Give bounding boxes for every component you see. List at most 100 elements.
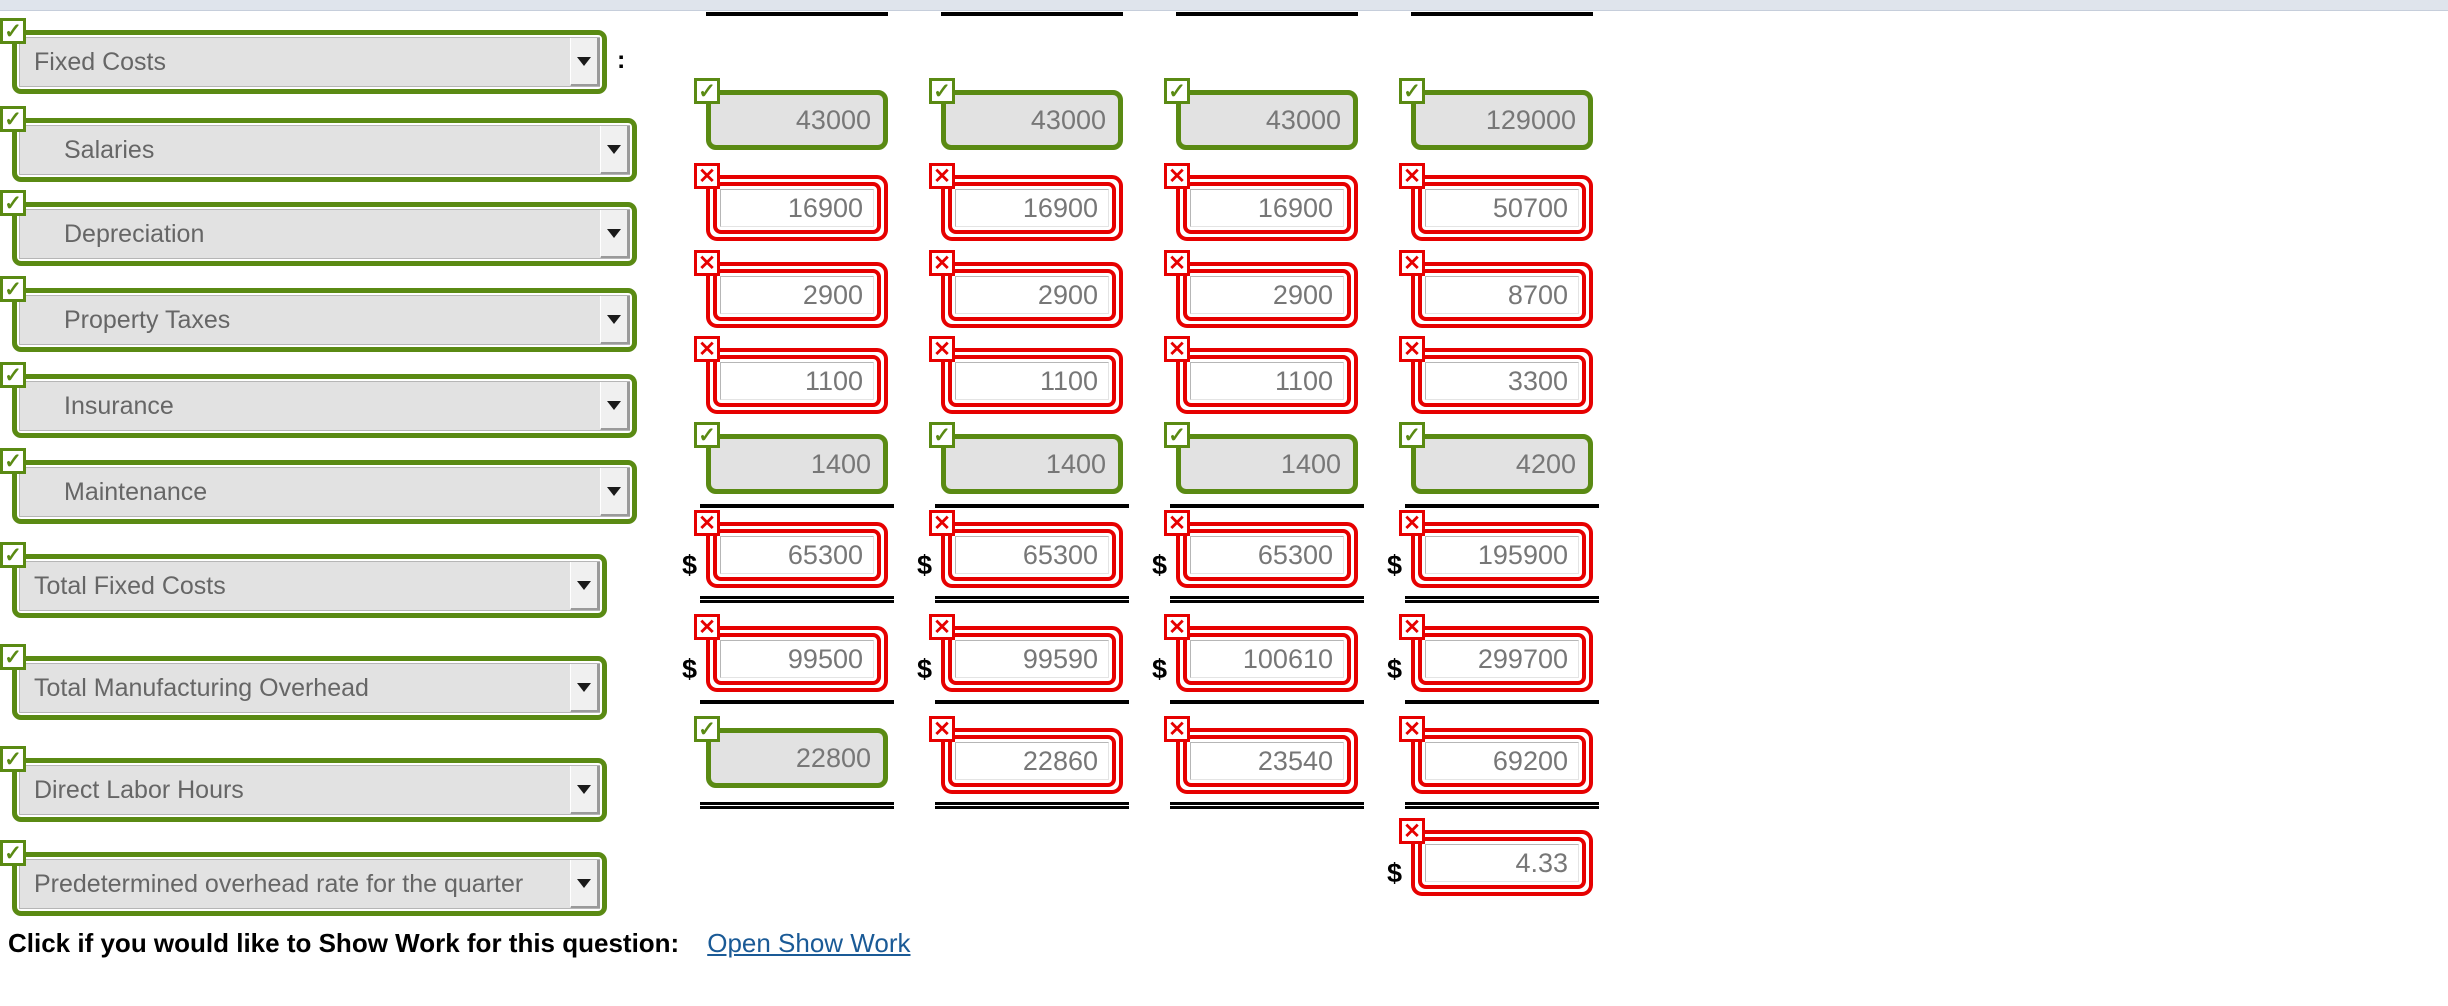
chevron-down-icon[interactable] (600, 126, 630, 174)
chevron-down-icon[interactable] (600, 468, 630, 516)
answer-input-value[interactable]: 69200 (1425, 742, 1579, 780)
answer-input-ring: 69200 (1418, 735, 1586, 787)
chevron-down-icon[interactable] (570, 664, 600, 712)
answer-input-value[interactable]: 100610 (1190, 640, 1344, 678)
answer-input-value[interactable]: 2900 (1190, 276, 1344, 314)
answer-input-value[interactable]: 99590 (955, 640, 1109, 678)
answer-input-value[interactable]: 2900 (720, 276, 874, 314)
chevron-down-icon[interactable] (600, 382, 630, 430)
account-select[interactable]: Total Fixed Costs (19, 561, 600, 611)
answer-input-correct[interactable]: 1400 (1176, 434, 1358, 494)
answer-input-value[interactable]: 1100 (1190, 362, 1344, 400)
account-select[interactable]: Direct Labor Hours (19, 765, 600, 815)
answer-input-incorrect[interactable]: 4.33 (1411, 830, 1593, 896)
subtotal-rule (700, 700, 894, 704)
answer-input-incorrect[interactable]: 1100 (706, 348, 888, 414)
open-show-work-link[interactable]: Open Show Work (707, 928, 911, 958)
answer-input-value[interactable]: 16900 (720, 189, 874, 227)
answer-input-correct[interactable]: 43000 (706, 90, 888, 150)
answer-input-correct[interactable]: 4200 (1411, 434, 1593, 494)
answer-input-incorrect[interactable]: 23540 (1176, 728, 1358, 794)
subtotal-rule (1170, 504, 1364, 508)
cross-icon: ✕ (1399, 336, 1425, 362)
account-select-value: Total Fixed Costs (34, 571, 226, 600)
answer-input-incorrect[interactable]: 50700 (1411, 175, 1593, 241)
answer-input-value[interactable]: 99500 (720, 640, 874, 678)
account-select[interactable]: Maintenance (19, 467, 630, 517)
answer-input-correct[interactable]: 22800 (706, 728, 888, 788)
answer-input-incorrect[interactable]: 2900 (1176, 262, 1358, 328)
answer-input-incorrect[interactable]: 1100 (1176, 348, 1358, 414)
account-select[interactable]: Predetermined overhead rate for the quar… (19, 859, 600, 909)
answer-input-ring: 8700 (1418, 269, 1586, 321)
subtotal-rule (1405, 700, 1599, 704)
answer-input-incorrect[interactable]: 16900 (1176, 175, 1358, 241)
account-select[interactable]: Salaries (19, 125, 630, 175)
answer-input-incorrect[interactable]: 2900 (941, 262, 1123, 328)
account-select[interactable]: Total Manufacturing Overhead (19, 663, 600, 713)
answer-input-correct[interactable]: 43000 (941, 90, 1123, 150)
answer-input-value[interactable]: 4.33 (1425, 844, 1579, 882)
answer-input-incorrect[interactable]: 65300 (706, 522, 888, 588)
account-select-value: Fixed Costs (34, 47, 166, 76)
account-select[interactable]: Fixed Costs (19, 37, 600, 87)
answer-input-incorrect[interactable]: 99590 (941, 626, 1123, 692)
answer-input-value[interactable]: 3300 (1425, 362, 1579, 400)
answer-input-incorrect[interactable]: 16900 (941, 175, 1123, 241)
answer-input-value[interactable]: 23540 (1190, 742, 1344, 780)
answer-input-incorrect[interactable]: 299700 (1411, 626, 1593, 692)
chevron-down-icon[interactable] (600, 210, 630, 258)
answer-input-incorrect[interactable]: 100610 (1176, 626, 1358, 692)
currency-symbol: $ (1152, 654, 1168, 684)
answer-input-value[interactable]: 65300 (1190, 536, 1344, 574)
answer-input-incorrect[interactable]: 2900 (706, 262, 888, 328)
answer-input-ring: 16900 (1183, 182, 1351, 234)
answer-input-incorrect[interactable]: 22860 (941, 728, 1123, 794)
total-double-rule (1170, 596, 1364, 603)
answer-input-ring: 16900 (713, 182, 881, 234)
answer-input-value[interactable]: 299700 (1425, 640, 1579, 678)
answer-input-value[interactable]: 22860 (955, 742, 1109, 780)
answer-input-value[interactable]: 8700 (1425, 276, 1579, 314)
answer-input-correct[interactable]: 129000 (1411, 90, 1593, 150)
answer-input-value[interactable]: 16900 (1190, 189, 1344, 227)
chevron-down-icon[interactable] (570, 38, 600, 86)
check-icon: ✓ (0, 840, 26, 866)
answer-input-correct[interactable]: 1400 (706, 434, 888, 494)
account-select[interactable]: Property Taxes (19, 295, 630, 345)
answer-input-value[interactable]: 195900 (1425, 536, 1579, 574)
chevron-down-icon[interactable] (570, 860, 600, 908)
answer-input-incorrect[interactable]: 16900 (706, 175, 888, 241)
answer-input-incorrect[interactable]: 65300 (941, 522, 1123, 588)
answer-input-value[interactable]: 2900 (955, 276, 1109, 314)
answer-input-value[interactable]: 65300 (720, 536, 874, 574)
currency-symbol: $ (1152, 550, 1168, 580)
account-select-wrapper: Property Taxes (12, 288, 637, 352)
answer-input-value[interactable]: 65300 (955, 536, 1109, 574)
total-double-rule (935, 802, 1129, 809)
answer-input-incorrect[interactable]: 3300 (1411, 348, 1593, 414)
answer-input-correct[interactable]: 43000 (1176, 90, 1358, 150)
answer-input-incorrect[interactable]: 65300 (1176, 522, 1358, 588)
answer-input-value[interactable]: 16900 (955, 189, 1109, 227)
chevron-down-icon[interactable] (570, 562, 600, 610)
account-select-wrapper: Depreciation (12, 202, 637, 266)
answer-input-incorrect[interactable]: 1100 (941, 348, 1123, 414)
answer-input-value[interactable]: 1100 (720, 362, 874, 400)
show-work-footer: Click if you would like to Show Work for… (8, 928, 911, 959)
answer-input-value[interactable]: 1100 (955, 362, 1109, 400)
answer-input-incorrect[interactable]: 195900 (1411, 522, 1593, 588)
cross-icon: ✕ (1164, 614, 1190, 640)
answer-input-incorrect[interactable]: 69200 (1411, 728, 1593, 794)
chevron-down-icon[interactable] (600, 296, 630, 344)
answer-input-incorrect[interactable]: 8700 (1411, 262, 1593, 328)
check-icon: ✓ (1164, 422, 1190, 448)
answer-input-correct[interactable]: 1400 (941, 434, 1123, 494)
account-select[interactable]: Depreciation (19, 209, 630, 259)
cross-icon: ✕ (929, 336, 955, 362)
answer-input-incorrect[interactable]: 99500 (706, 626, 888, 692)
answer-input-value[interactable]: 50700 (1425, 189, 1579, 227)
account-select-wrapper: Direct Labor Hours (12, 758, 607, 822)
account-select[interactable]: Insurance (19, 381, 630, 431)
chevron-down-icon[interactable] (570, 766, 600, 814)
